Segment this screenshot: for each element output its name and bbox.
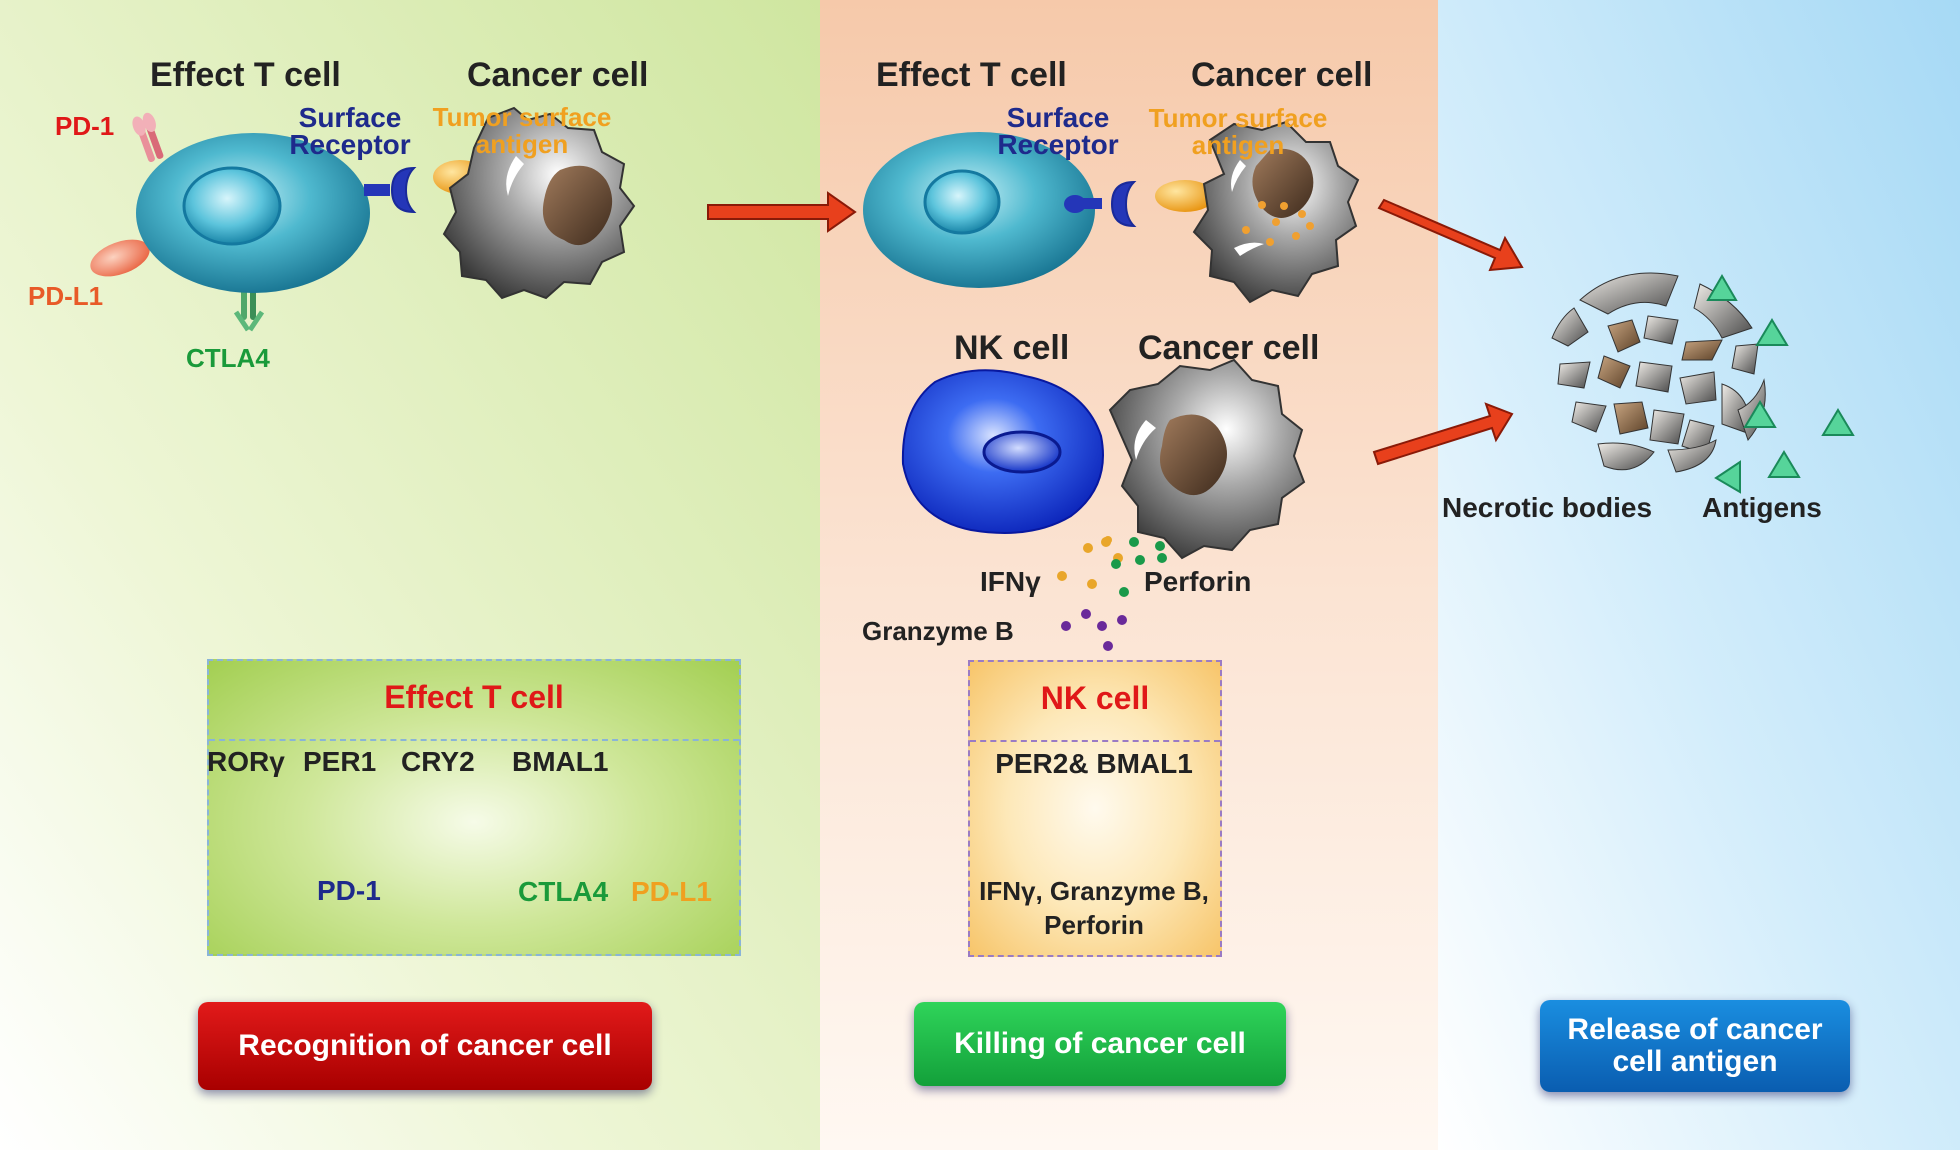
recognition-stage-button[interactable]: Recognition of cancer cell [198,1002,652,1090]
nk-targets-line2: Perforin [1044,910,1144,940]
nk-cell-nucleus [982,430,1062,474]
perforin-label: Perforin [1144,566,1252,597]
nk-targets-line1: IFNγ, Granzyme B, [979,876,1209,906]
gene-cry2: CRY2 [401,746,475,777]
antigen-triangle-icons [1706,274,1855,494]
nk-cell-title: NK cell [954,329,1070,367]
pd1-label: PD-1 [55,111,115,141]
tcell-box-header: Effect T cell [209,661,739,741]
surface-receptor-icon [364,166,417,214]
target-ctla4: CTLA4 [518,876,609,907]
arrow-up-right-icon [1372,402,1514,466]
granzyme-label: Granzyme B [862,616,1014,646]
killing-stage-button[interactable]: Killing of cancer cell [914,1002,1286,1086]
ctla4-label: CTLA4 [186,343,270,373]
target-pd1: PD-1 [317,875,381,906]
necrotic-bodies-icon [1551,272,1766,473]
tcell-title: Effect T cell [150,56,341,94]
nk-genes: PER2& BMAL1 [995,748,1193,779]
antigens-label: Antigens [1702,492,1822,523]
necrotic-bodies-label: Necrotic bodies [1442,492,1653,523]
tumor-antigen-icon [1155,180,1215,212]
release-stage-button[interactable]: Release of cancer cell antigen [1540,1000,1850,1092]
nk-box-header: NK cell [970,662,1220,742]
gene-rorg: RORγ [207,746,285,777]
release-stage-label-line1: Release of cancer [1567,1013,1823,1046]
nk-box-title: NK cell [1040,680,1150,716]
gene-bmal1: BMAL1 [512,746,609,777]
cancer-cell-icon [442,106,636,300]
pdl1-ligand-icon [90,239,150,277]
cancer-cell-title: Cancer cell [1191,56,1373,94]
target-pdl1: PD-L1 [631,876,712,907]
nk-cancer-cell-icon [1108,358,1306,560]
tcell-title: Effect T cell [876,56,1067,94]
perforin-dots [1111,537,1167,597]
nk-regulation-box: NK cell [968,660,1222,957]
cancer-cell-title: Cancer cell [467,56,649,94]
killing-stage-label: Killing of cancer cell [954,1027,1246,1060]
ifng-label: IFNγ [980,566,1041,597]
arrow-right-icon [707,191,857,233]
release-panel [1438,0,1960,1150]
release-stage-label-line2: cell antigen [1612,1045,1778,1078]
surface-receptor-icon [1064,180,1137,228]
pdl1-label: PD-L1 [28,281,104,311]
pd1-receptor-icon [132,112,164,163]
nk-cancer-cell-title: Cancer cell [1138,329,1320,367]
gene-per1: PER1 [303,746,377,777]
t-cell-nucleus [923,169,1001,235]
tcell-regulation-box: Effect T cell [207,659,741,956]
cancer-cell-icon [1192,120,1360,304]
t-cell-nucleus [182,166,282,246]
recognition-stage-label: Recognition of cancer cell [238,1029,612,1062]
granzyme-dots [1061,609,1127,651]
tcell-box-title: Effect T cell [384,679,564,715]
recognition-panel [0,0,820,1150]
ifng-dots [1057,536,1123,589]
arrow-down-right-icon [1377,198,1524,272]
